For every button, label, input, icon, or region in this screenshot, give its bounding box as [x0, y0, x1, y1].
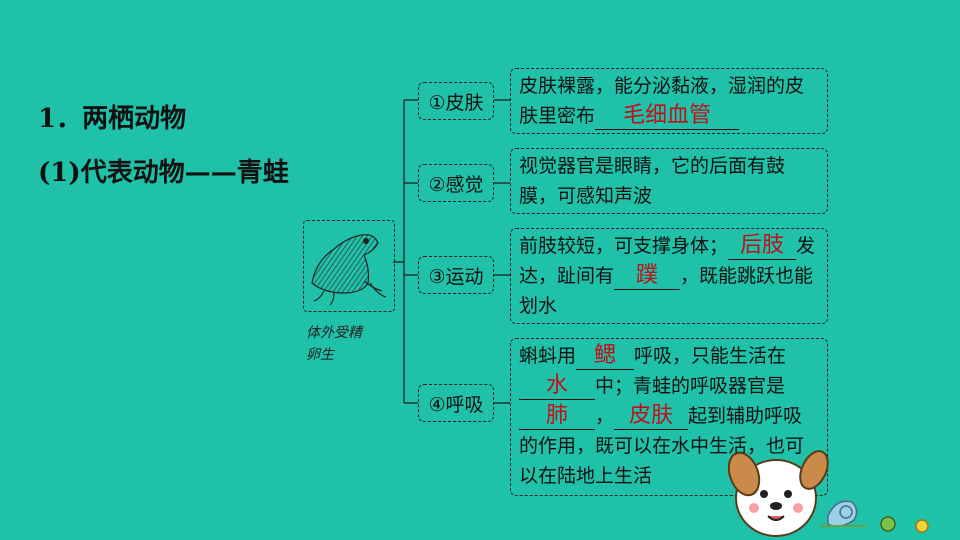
flower-icon — [915, 519, 929, 533]
answer-hindlimbs: 后肢 — [728, 233, 797, 260]
frog-sketch-icon — [311, 234, 387, 306]
label-sense: ②感觉 — [418, 164, 494, 202]
section-title: 1．两栖动物 — [38, 104, 187, 134]
desc-breathing-text-c: 中；青蛙的呼吸器官是 — [595, 375, 786, 397]
answer-lungs: 肺 — [519, 403, 595, 430]
subsection-title: (1)代表动物——青蛙 — [38, 158, 289, 188]
leaf-icon — [880, 516, 896, 532]
desc-breathing: 蝌蚪用鳃呼吸，只能生活在水中；青蛙的呼吸器官是肺，皮肤起到辅助呼吸的作用，既可以… — [510, 338, 828, 496]
answer-capillaries: 毛细血管 — [595, 103, 740, 130]
answer-skin: 皮肤 — [614, 403, 689, 430]
desc-skin-text: 皮肤裸露，能分泌黏液，湿润的皮肤里密布 — [519, 75, 805, 127]
desc-movement: 前肢较短，可支撑身体；后肢发达，趾间有蹼，既能跳跃也能划水 — [510, 228, 828, 324]
answer-water: 水 — [519, 373, 595, 400]
desc-breathing-text-d: ， — [595, 405, 615, 427]
desc-movement-text-a: 前肢较短，可支撑身体； — [519, 235, 729, 257]
desc-breathing-text-b: 呼吸，只能生活在 — [634, 345, 787, 367]
answer-gills: 鳃 — [576, 343, 635, 370]
frog-caption: 体外受精 卵生 — [306, 322, 406, 366]
desc-sense-text: 视觉器官是眼睛，它的后面有鼓膜，可感知声波 — [519, 155, 786, 207]
desc-sense: 视觉器官是眼睛，它的后面有鼓膜，可感知声波 — [510, 148, 828, 214]
label-breathing: ④呼吸 — [418, 384, 494, 422]
caption-fertilization: 体外受精 — [306, 325, 362, 341]
label-skin: ①皮肤 — [418, 82, 494, 120]
desc-breathing-text-e: 起到辅助呼吸的作用，既可以在水中生活，也可以在陆地上生活 — [519, 405, 805, 487]
desc-skin: 皮肤裸露，能分泌黏液，湿润的皮肤里密布毛细血管 — [510, 68, 828, 134]
caption-reproduction: 卵生 — [306, 347, 334, 363]
label-movement: ③运动 — [418, 256, 494, 294]
desc-breathing-text-a: 蝌蚪用 — [519, 345, 577, 367]
cartoon-dog-icon — [728, 450, 929, 537]
frog-image-frame — [303, 220, 395, 312]
desc-movement-text-b: 发达，趾间有 — [519, 235, 816, 287]
desc-movement-text-c: ，既能跳跃也能划水 — [519, 265, 814, 317]
answer-webbing: 蹼 — [614, 263, 681, 290]
